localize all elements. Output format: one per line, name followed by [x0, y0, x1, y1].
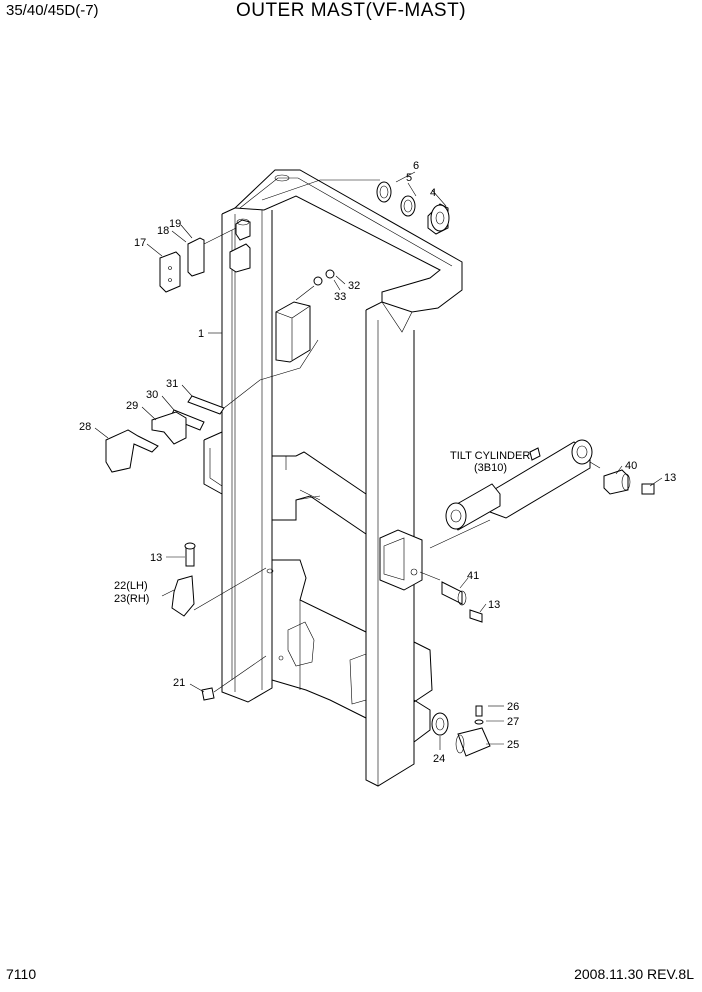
callout-19: 19 — [169, 218, 181, 230]
tilt-cylinder-label: TILT CYLINDER — [450, 450, 530, 462]
callout-24: 24 — [433, 753, 445, 765]
callout-32: 32 — [348, 280, 360, 292]
part-17-18-19-plates — [159, 227, 237, 293]
callout-18: 18 — [157, 225, 169, 237]
callout-25: 25 — [507, 739, 519, 751]
callout-30: 30 — [146, 389, 158, 401]
part-24-27-pin — [431, 705, 491, 757]
callout-numbers: 1 4 5 6 13 13 13 17 18 19 21 22(LH) 23(R… — [79, 160, 676, 765]
callout-33: 33 — [334, 291, 346, 303]
leader-lines — [94, 171, 663, 750]
callout-4: 4 — [430, 187, 436, 199]
callout-28: 28 — [79, 421, 91, 433]
callout-6: 6 — [413, 160, 419, 172]
callout-13-right: 13 — [664, 472, 676, 484]
callout-26: 26 — [507, 701, 519, 713]
callout-21: 21 — [173, 677, 185, 689]
part-28-31-shims — [105, 339, 319, 473]
part-32-33-nut — [295, 269, 335, 301]
callout-41: 41 — [467, 570, 479, 582]
outer-mast-frame — [203, 169, 463, 787]
callout-27: 27 — [507, 716, 519, 728]
upper-rail-parts — [229, 218, 311, 363]
part-4-5-6-bearing — [261, 179, 450, 235]
tilt-cylinder — [429, 439, 593, 549]
callout-13-mid: 13 — [488, 599, 500, 611]
revision-date: 2008.11.30 REV.8L — [574, 966, 694, 982]
callout-17: 17 — [134, 237, 146, 249]
page-number: 7110 — [6, 966, 37, 982]
callout-40: 40 — [625, 460, 637, 472]
part-13-22-23-bracket — [171, 542, 267, 617]
tilt-cylinder-ref: (3B10) — [474, 462, 507, 474]
callout-31: 31 — [166, 378, 178, 390]
part-41-pin — [419, 571, 483, 623]
part-21-grease-nipple — [201, 655, 267, 701]
callout-23: 23(RH) — [114, 593, 149, 605]
part-40-pin — [589, 461, 655, 495]
model-label: 35/40/45D(-7) — [6, 2, 99, 19]
page-title: OUTER MAST(VF-MAST) — [235, 0, 467, 21]
callout-5: 5 — [406, 172, 412, 184]
callout-1: 1 — [198, 328, 204, 340]
callout-29: 29 — [126, 400, 138, 412]
callout-22: 22(LH) — [114, 580, 148, 592]
callout-13-left: 13 — [150, 552, 162, 564]
